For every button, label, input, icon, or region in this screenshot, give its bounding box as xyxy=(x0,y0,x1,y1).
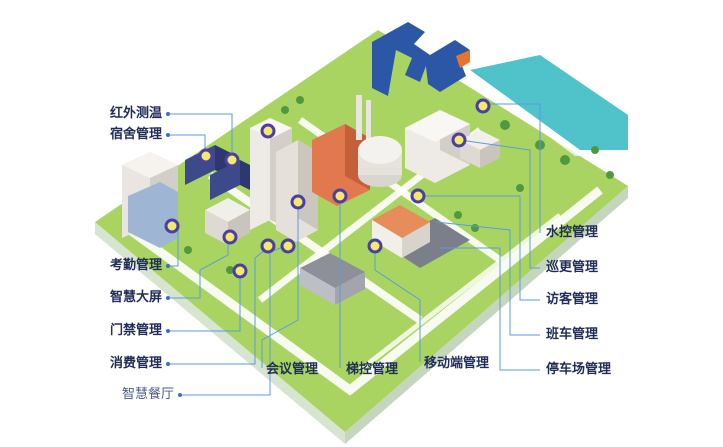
label-smart-canteen: 智慧餐厅 xyxy=(121,387,174,402)
location-marker xyxy=(260,123,276,139)
dome-building xyxy=(358,136,402,187)
location-marker xyxy=(222,229,238,245)
location-marker xyxy=(224,152,240,168)
location-marker xyxy=(260,238,276,254)
location-marker xyxy=(232,263,248,279)
label-mobile-management: 移动端管理 xyxy=(424,356,490,371)
label-visitor-management: 访客管理 xyxy=(546,292,599,307)
office-building-left xyxy=(122,152,178,248)
label-smart-screen: 智慧大屏 xyxy=(109,290,162,305)
location-markers xyxy=(164,98,491,279)
main-road-5 xyxy=(358,213,562,372)
location-marker xyxy=(367,238,383,254)
water-area xyxy=(470,55,628,150)
trees xyxy=(184,96,614,274)
warehouse-building xyxy=(372,205,430,258)
leader-lines xyxy=(168,103,541,396)
label-meeting-management: 会议管理 xyxy=(266,362,319,377)
office-building-right xyxy=(405,110,470,183)
main-road-2 xyxy=(207,171,423,324)
label-elevator-control: 梯控管理 xyxy=(346,362,399,377)
location-marker xyxy=(475,98,491,114)
label-shuttle-management: 班车管理 xyxy=(546,327,599,342)
label-water-control: 水控管理 xyxy=(546,225,599,240)
location-marker xyxy=(451,132,467,148)
platform-side-right xyxy=(345,186,628,444)
water-edge xyxy=(465,70,628,156)
label-patrol-management: 巡更管理 xyxy=(546,260,599,275)
label-parking-management: 停车场管理 xyxy=(546,362,612,377)
label-infrared-temperature: 红外测温 xyxy=(109,106,162,121)
location-marker xyxy=(164,218,180,234)
label-access-control: 门禁管理 xyxy=(109,323,162,338)
location-marker xyxy=(410,188,426,204)
canteen-building xyxy=(300,253,365,305)
main-road-1 xyxy=(127,186,603,396)
label-dots xyxy=(166,112,182,397)
rg-letter-logo xyxy=(372,22,470,96)
location-marker xyxy=(290,194,306,210)
platform-side-left xyxy=(95,222,345,444)
label-dormitory-management: 宿舍管理 xyxy=(109,127,162,142)
location-marker xyxy=(332,188,348,204)
location-marker xyxy=(280,238,296,254)
location-marker xyxy=(198,148,214,164)
label-attendance-management: 考勤管理 xyxy=(109,258,162,273)
label-consumption-management: 消费管理 xyxy=(109,356,162,371)
